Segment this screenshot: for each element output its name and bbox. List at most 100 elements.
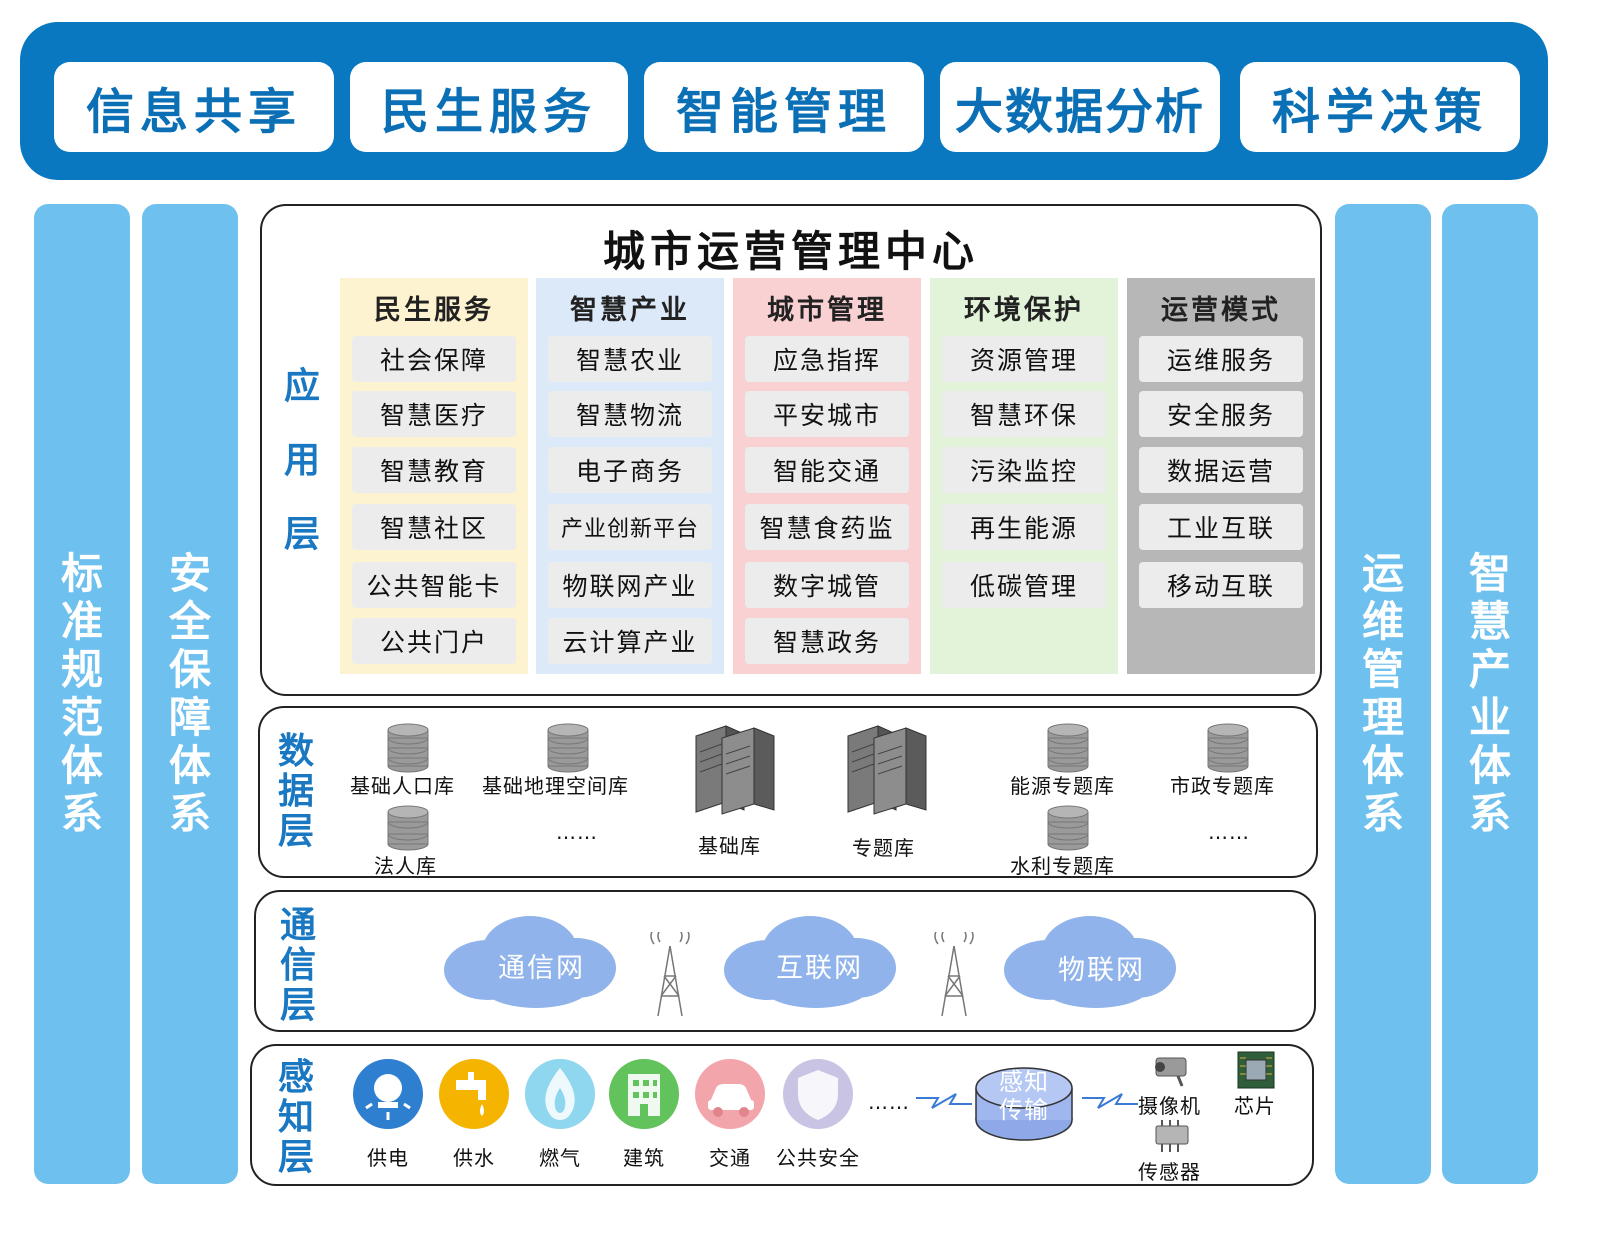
db-label-population: 基础人口库 xyxy=(350,774,455,798)
db-icon-legal xyxy=(387,805,429,851)
water-tap-icon xyxy=(439,1059,509,1129)
db-label-energy: 能源专题库 xyxy=(1010,774,1115,798)
cloud-icon-iot xyxy=(1004,916,1176,1008)
car-icon xyxy=(695,1059,765,1129)
device-label-sensor: 传感器 xyxy=(1138,1160,1201,1184)
banner-item-info-share: 信息共享 xyxy=(54,62,334,152)
app-column-5: 运营模式运维服务安全服务数据运营工业互联移动互联 xyxy=(1127,278,1315,674)
app-item: 智慧教育 xyxy=(352,447,516,493)
db-label-geo: 基础地理空间库 xyxy=(482,774,629,798)
sensing-layer: 感知层 供电供水燃气建筑交通公共安全 …… 感知传输 摄像机 芯片 传感器 xyxy=(250,1044,1314,1186)
app-item: 智慧医疗 xyxy=(352,391,516,437)
app-item: 智慧政务 xyxy=(745,618,909,664)
data-layer-label: 数据层 xyxy=(278,731,315,852)
banner-item-smart-management: 智能管理 xyxy=(644,62,924,152)
cloud-label-internet: 互联网 xyxy=(776,953,863,984)
app-item: 智能交通 xyxy=(745,447,909,493)
app-column-2: 智慧产业智慧农业智慧物流电子商务产业创新平台物联网产业云计算产业 xyxy=(536,278,724,674)
db-icon-water xyxy=(1047,805,1089,851)
app-item: 智慧社区 xyxy=(352,504,516,550)
db-label-water: 水利专题库 xyxy=(1010,854,1115,878)
app-column-4: 环境保护资源管理智慧环保污染监控再生能源低碳管理 xyxy=(930,278,1118,674)
building-icon xyxy=(609,1059,679,1129)
power-icon xyxy=(353,1059,423,1129)
app-item: 产业创新平台 xyxy=(548,504,712,550)
app-item: 安全服务 xyxy=(1139,391,1303,437)
wireless-link-icon-left xyxy=(916,1093,972,1109)
data-layer: 数据层 基础人口库 基础地理空间库 法人库 …… xyxy=(258,706,1318,878)
banner-item-decision: 科学决策 xyxy=(1240,62,1520,152)
app-item: 智慧食药监 xyxy=(745,504,909,550)
device-label-camera: 摄像机 xyxy=(1138,1094,1201,1118)
shield-icon xyxy=(783,1059,853,1129)
app-column-heading: 运营模式 xyxy=(1161,295,1281,326)
db-label-legal: 法人库 xyxy=(374,854,437,878)
app-item: 移动互联 xyxy=(1139,562,1303,608)
db-label-base: 基础库 xyxy=(698,834,761,858)
pillar-industry: 智慧产业体系 xyxy=(1442,204,1538,1184)
antenna-tower-icon-2 xyxy=(934,932,974,1017)
sense-label-item: 供水 xyxy=(453,1146,495,1170)
pillar-operations: 运维管理体系 xyxy=(1335,204,1431,1184)
app-item: 公共门户 xyxy=(352,618,516,664)
gas-flame-icon xyxy=(525,1059,595,1129)
app-item: 数据运营 xyxy=(1139,447,1303,493)
application-layer-label: 应用层 xyxy=(284,366,321,555)
antenna-tower-icon-1 xyxy=(650,932,690,1017)
app-column-heading: 环境保护 xyxy=(964,295,1084,326)
sense-label-item: 交通 xyxy=(709,1146,751,1170)
app-column-heading: 城市管理 xyxy=(767,295,887,326)
sense-label-item: 燃气 xyxy=(539,1146,581,1170)
db-label-topic: 专题库 xyxy=(852,836,915,860)
app-column-1: 民生服务社会保障智慧医疗智慧教育智慧社区公共智能卡公共门户 xyxy=(340,278,528,674)
communication-layer: 通信层 通信网 互联网 xyxy=(254,890,1316,1032)
sense-ellipsis: …… xyxy=(868,1090,910,1114)
sensing-layer-label: 感知层 xyxy=(278,1057,315,1178)
cloud-label-telecom: 通信网 xyxy=(498,953,585,984)
sense-label-item: 公共安全 xyxy=(776,1146,860,1170)
cloud-label-iot: 物联网 xyxy=(1058,955,1145,986)
app-item: 智慧农业 xyxy=(548,336,712,382)
banner-item-big-data: 大数据分析 xyxy=(940,62,1220,152)
device-label-chip: 芯片 xyxy=(1234,1094,1276,1118)
banner-item-livelihood: 民生服务 xyxy=(350,62,628,152)
application-layer: 城市运营管理中心 应用层 民生服务社会保障智慧医疗智慧教育智慧社区公共智能卡公共… xyxy=(260,204,1322,696)
cloud-icon-telecom xyxy=(444,916,616,1008)
app-item: 资源管理 xyxy=(942,336,1106,382)
pillar-standards: 标准规范体系 xyxy=(34,204,130,1184)
pillar-security: 安全保障体系 xyxy=(142,204,238,1184)
app-item: 平安城市 xyxy=(745,391,909,437)
app-item: 低碳管理 xyxy=(942,562,1106,608)
app-column-heading: 智慧产业 xyxy=(570,295,690,326)
app-item: 污染监控 xyxy=(942,447,1106,493)
app-item: 物联网产业 xyxy=(548,562,712,608)
app-item: 智慧物流 xyxy=(548,391,712,437)
app-column-3: 城市管理应急指挥平安城市智能交通智慧食药监数字城管智慧政务 xyxy=(733,278,921,674)
sense-label-item: 建筑 xyxy=(623,1146,665,1170)
app-column-heading: 民生服务 xyxy=(374,295,494,326)
ellipsis-right: …… xyxy=(1208,820,1250,844)
sense-label-item: 供电 xyxy=(367,1146,409,1170)
chip-icon xyxy=(1237,1051,1275,1089)
cloud-icon-internet xyxy=(724,916,896,1008)
top-banner: 信息共享 民生服务 智能管理 大数据分析 科学决策 xyxy=(20,22,1548,180)
db-icon-energy xyxy=(1047,723,1089,773)
app-item: 应急指挥 xyxy=(745,336,909,382)
db-icon-municipal xyxy=(1207,723,1249,773)
app-item: 社会保障 xyxy=(352,336,516,382)
db-icon-geo xyxy=(547,723,589,773)
app-item: 智慧环保 xyxy=(942,391,1106,437)
server-icon-base xyxy=(695,725,775,815)
app-item: 云计算产业 xyxy=(548,618,712,664)
db-icon-population xyxy=(387,723,429,773)
wireless-link-icon-right xyxy=(1082,1093,1138,1109)
app-item: 数字城管 xyxy=(745,562,909,608)
server-icon-topic xyxy=(847,725,927,815)
app-item: 电子商务 xyxy=(548,447,712,493)
app-item: 运维服务 xyxy=(1139,336,1303,382)
app-item: 工业互联 xyxy=(1139,504,1303,550)
communication-layer-label: 通信层 xyxy=(280,905,317,1026)
app-item: 再生能源 xyxy=(942,504,1106,550)
ellipsis-left: …… xyxy=(556,820,598,844)
ops-center-title: 城市运营管理中心 xyxy=(602,227,979,276)
